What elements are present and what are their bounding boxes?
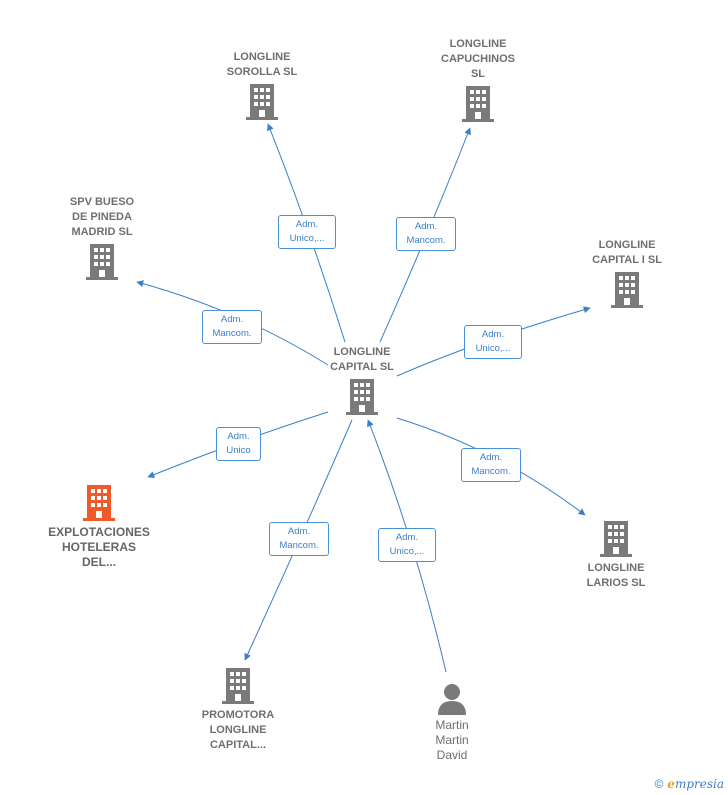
node-spv-bueso[interactable]: SPV BUESO DE PINEDA MADRID SL <box>37 195 167 280</box>
building-icon <box>222 668 254 704</box>
node-longline-larios[interactable]: LONGLINE LARIOS SL <box>551 521 681 591</box>
edge-label-capital1[interactable]: Adm. Unico,... <box>464 325 522 359</box>
node-longline-capuchinos[interactable]: LONGLINE CAPUCHINOS SL <box>413 37 543 122</box>
building-icon <box>600 521 632 557</box>
node-label: LONGLINE SOROLLA SL <box>226 51 298 78</box>
edge-label-capuchinos[interactable]: Adm. Mancom. <box>396 217 456 251</box>
node-label: SPV BUESO DE PINEDA MADRID SL <box>69 196 135 238</box>
node-label: Martin Martin David <box>435 718 469 762</box>
building-icon <box>86 244 118 280</box>
building-icon <box>462 86 494 122</box>
node-martin-martin-david[interactable]: Martin Martin David <box>387 683 517 763</box>
edge-label-sorolla[interactable]: Adm. Unico,... <box>278 215 336 249</box>
node-label: PROMOTORA LONGLINE CAPITAL... <box>201 709 275 751</box>
brand-footer[interactable]: © empresia <box>655 777 724 791</box>
node-label: LONGLINE CAPITAL I SL <box>592 239 662 266</box>
building-icon <box>83 485 115 521</box>
copyright-symbol: © <box>654 777 664 791</box>
node-longline-sorolla[interactable]: LONGLINE SOROLLA SL <box>197 50 327 120</box>
edge-label-larios[interactable]: Adm. Mancom. <box>461 448 521 482</box>
edge-label-spv[interactable]: Adm. Mancom. <box>202 310 262 344</box>
edge-label-martin[interactable]: Adm. Unico,... <box>378 528 436 562</box>
building-icon <box>611 272 643 308</box>
edge-label-explotaciones[interactable]: Adm. Unico <box>216 427 261 461</box>
node-explotaciones-hoteleras[interactable]: EXPLOTACIONES HOTELERAS DEL... <box>34 485 164 570</box>
node-label: EXPLOTACIONES HOTELERAS DEL... <box>48 525 150 569</box>
brand-initial: e <box>667 777 675 791</box>
building-icon <box>346 379 378 415</box>
node-longline-capital-i[interactable]: LONGLINE CAPITAL I SL <box>562 238 692 308</box>
edge-label-promotora[interactable]: Adm. Mancom. <box>269 522 329 556</box>
brand-name: mpresia <box>674 777 724 791</box>
building-icon <box>246 84 278 120</box>
node-longline-capital[interactable]: LONGLINE CAPITAL SL <box>297 345 427 415</box>
node-promotora-longline[interactable]: PROMOTORA LONGLINE CAPITAL... <box>173 668 303 753</box>
person-icon <box>438 684 466 715</box>
node-label: LONGLINE CAPUCHINOS SL <box>441 38 515 80</box>
node-label: LONGLINE CAPITAL SL <box>330 346 394 373</box>
node-label: LONGLINE LARIOS SL <box>586 562 646 589</box>
